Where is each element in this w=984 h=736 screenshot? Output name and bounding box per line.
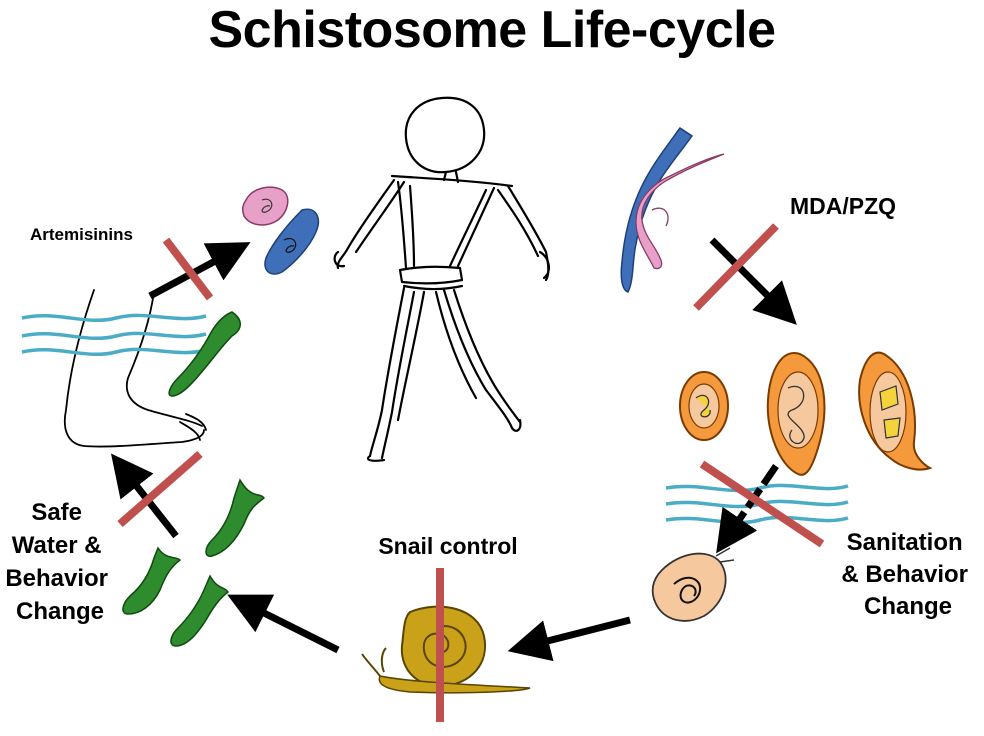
block-bar-artemisinins xyxy=(162,237,214,301)
label-artemisinins: Artemisinins xyxy=(30,225,133,244)
label-sanitation: Sanitation & Behavior Change xyxy=(841,529,974,620)
arrow-snail-to-cercariae xyxy=(227,594,340,654)
snail xyxy=(361,605,531,694)
egg-medium xyxy=(766,352,826,476)
cercariae-group xyxy=(122,478,266,647)
diagram-title: Schistosome Life-cycle xyxy=(208,1,777,59)
adult-worm-pair xyxy=(620,126,725,293)
cercaria-penetrating xyxy=(168,311,241,397)
miracidium xyxy=(651,547,735,622)
arrow-miracidium-to-snail xyxy=(507,616,631,662)
schistosomula xyxy=(241,186,320,275)
egg-large xyxy=(858,351,933,471)
block-bar-sanitation xyxy=(699,460,825,548)
egg-cluster xyxy=(679,351,933,476)
arrow-worms-to-eggs xyxy=(709,237,797,325)
water-waves-left xyxy=(21,313,207,357)
egg-small xyxy=(679,371,729,441)
human-host-figure xyxy=(333,96,550,462)
label-mda-pzq: MDA/PZQ xyxy=(790,193,896,219)
human-leg-in-water xyxy=(63,289,207,448)
block-bar-safe-water xyxy=(117,450,203,528)
label-safe-water: Safe Water & Behavior Change xyxy=(5,499,114,625)
block-bar-mda xyxy=(693,223,779,311)
label-snail-control: Snail control xyxy=(378,533,517,559)
